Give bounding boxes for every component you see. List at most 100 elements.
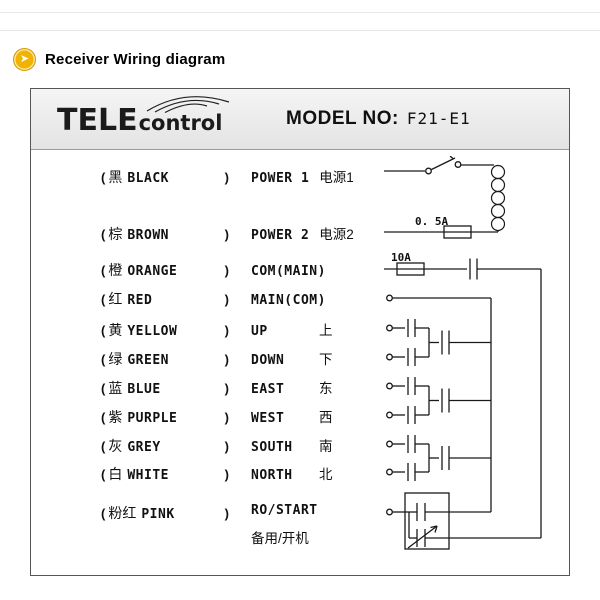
contact-east (386, 377, 429, 395)
model-label: MODEL NO: (286, 108, 399, 129)
wire-color-cn: 绿 (108, 351, 123, 367)
close-paren: ) (224, 439, 229, 454)
contact-north (386, 463, 429, 481)
open-paren: ( (101, 506, 106, 521)
wire-function-cn: 备用/开机 (251, 531, 309, 546)
close-paren: ) (224, 352, 229, 367)
wire-function: RO/START (251, 503, 318, 518)
contact-south (386, 435, 429, 453)
wire-function: COM(MAIN) (251, 264, 326, 279)
open-paren: ( (101, 292, 106, 307)
page-header: ➤ Receiver Wiring diagram (13, 48, 225, 71)
wire-color-cn: 红 (108, 291, 123, 307)
close-paren: ) (224, 467, 229, 482)
pair-join-south-north (428, 444, 491, 472)
wire-color-en: YELLOW (127, 324, 178, 339)
pair-join-up-down (428, 328, 491, 357)
close-paren: ) (224, 410, 229, 425)
power-switch (384, 156, 494, 175)
wire-label: (红 RED) (101, 289, 229, 309)
wire-label: (橙 ORANGE) (101, 260, 229, 280)
contact-down (386, 348, 429, 366)
wire-color-cn: 粉红 (108, 505, 137, 521)
model-value: F21-E1 (406, 109, 471, 128)
fuse-0-5a-label: 0. 5A (415, 215, 448, 228)
close-paren: ) (224, 292, 229, 307)
close-paren: ) (224, 323, 229, 338)
open-paren: ( (101, 170, 106, 185)
wire-function-group: EAST 东 (251, 377, 333, 397)
pair-join-east-west (428, 386, 491, 415)
open-paren: ( (101, 439, 106, 454)
open-paren: ( (101, 467, 106, 482)
close-paren: ) (224, 263, 229, 278)
wire-color-cn: 灰 (108, 438, 123, 454)
wire-label: (粉红 PINK) (101, 503, 229, 523)
wire-color-en: PINK (141, 507, 175, 522)
wire-function: EAST (251, 382, 285, 397)
wire-function-cn: 北 (319, 467, 333, 482)
coil (490, 164, 506, 232)
wire-function: MAIN(COM) (251, 293, 326, 308)
close-paren: ) (224, 381, 229, 396)
wire-color-cn: 黑 (108, 169, 123, 185)
wire-function-group: MAIN(COM) (251, 293, 336, 308)
wire-function: POWER 2 (251, 228, 310, 243)
close-paren: ) (224, 170, 229, 185)
model-number: MODEL NO: F21-E1 (286, 108, 471, 130)
close-paren: ) (224, 227, 229, 242)
wire-function-group: POWER 2 电源2 (251, 223, 354, 243)
open-paren: ( (101, 263, 106, 278)
brand-control-text: control (138, 111, 223, 135)
panel-header: TELE control MODEL NO: F21-E1 (31, 89, 569, 150)
wire-function-cn: 电源2 (319, 227, 354, 242)
wiring-schematic: 0. 5A 10A (384, 156, 542, 550)
wire-function-cn: 上 (319, 323, 333, 338)
divider (0, 30, 600, 31)
contact-west (386, 406, 429, 424)
wire-color-cn: 蓝 (108, 380, 123, 396)
brand-logo: TELE control (57, 96, 230, 138)
wire-function-cn: 西 (319, 410, 333, 425)
wire-function-group: DOWN 下 (251, 348, 333, 368)
wire-color-cn: 橙 (108, 262, 123, 278)
wire-row-orange: (橙 ORANGE) COM(MAIN) (101, 260, 336, 280)
wire-color-en: RED (127, 293, 153, 308)
wire-function: DOWN (251, 353, 285, 368)
wire-color-en: PURPLE (127, 411, 178, 426)
wire-function-cn: 南 (319, 439, 333, 454)
wire-color-cn: 白 (108, 466, 123, 482)
brand-tele-text: TELE (57, 103, 138, 138)
wire-row-grey: (灰 GREY) SOUTH 南 (101, 435, 333, 455)
wire-color-en: BROWN (127, 228, 169, 243)
wire-color-en: ORANGE (127, 264, 178, 279)
wire-row-pink: (粉红 PINK) RO/START 备用/开机 (101, 503, 318, 546)
wire-function-cn: 电源1 (319, 170, 354, 185)
wire-function: SOUTH (251, 440, 293, 455)
wire-function-group: RO/START 备用/开机 (251, 503, 318, 547)
fuse-0-5a: 0. 5A (384, 215, 498, 239)
wire-color-en: GREY (127, 440, 161, 455)
wire-function-cn: 东 (319, 381, 333, 396)
open-paren: ( (101, 381, 106, 396)
wire-function-group: COM(MAIN) (251, 264, 336, 279)
wire-color-en: BLACK (127, 171, 169, 186)
close-paren: ) (224, 506, 229, 521)
divider (0, 12, 600, 13)
wire-function-cn: 下 (319, 352, 333, 367)
